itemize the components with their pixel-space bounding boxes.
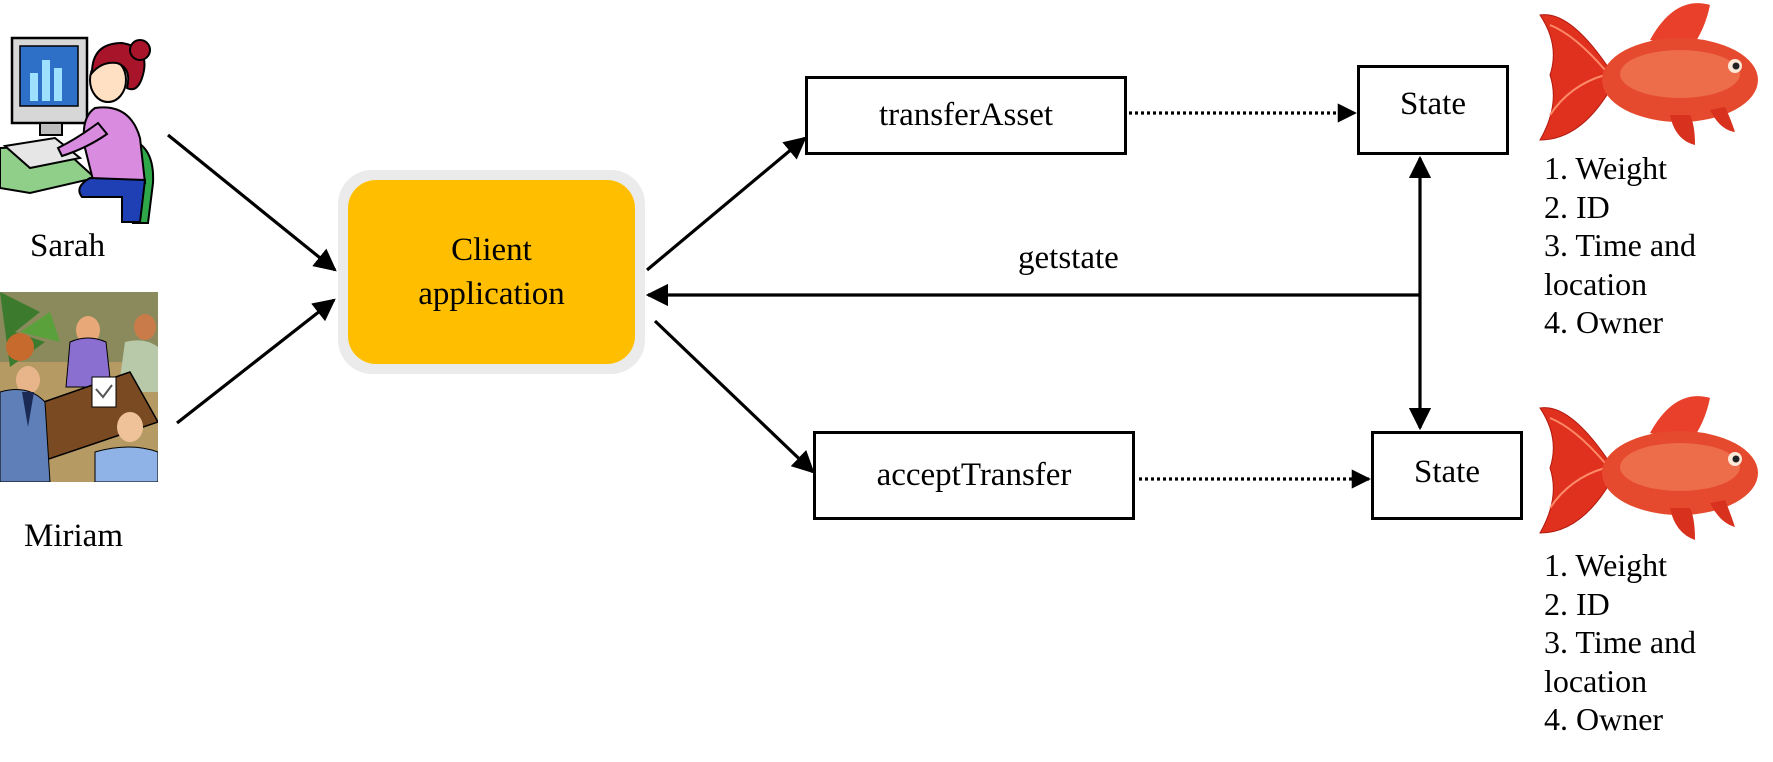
arrow-miriam-to-client <box>176 298 336 425</box>
meeting-illustration-icon <box>0 292 158 482</box>
accept-transfer-label: acceptTransfer <box>876 457 1072 493</box>
client-application-box: Client application <box>338 170 645 374</box>
actor-name-sarah: Sarah <box>30 228 106 264</box>
transfer-asset-label: transferAsset <box>878 97 1054 133</box>
arrow-client-to-transfer <box>645 136 807 272</box>
attribute-item: location <box>1544 662 1648 699</box>
arrow-client-to-accept <box>653 319 815 474</box>
state-label-top: State <box>1400 85 1466 122</box>
attribute-item: 2. ID <box>1544 585 1610 622</box>
transfer-asset-box: transferAsset <box>805 76 1127 155</box>
person-at-computer-icon <box>0 36 155 224</box>
accept-transfer-box: acceptTransfer <box>813 431 1135 520</box>
goldfish-icon <box>1539 396 1758 540</box>
attribute-item: 4. Owner <box>1544 304 1664 340</box>
goldfish-icon <box>1539 3 1758 145</box>
arrow-sarah-to-client <box>166 133 337 272</box>
getstate-label: getstate <box>1018 240 1119 276</box>
client-label-line1: Client <box>451 232 532 268</box>
attribute-item: 2. ID <box>1544 188 1610 225</box>
state-attributes-top: 1. Weight 2. ID 3. Time and location 4. … <box>1544 149 1696 342</box>
attribute-item: 3. Time and <box>1544 227 1697 263</box>
state-attributes-bottom: 1. Weight 2. ID 3. Time and location 4. … <box>1544 546 1696 739</box>
state-box-bottom: State <box>1371 431 1523 520</box>
actor-name-miriam: Miriam <box>24 518 123 554</box>
attribute-item: 4. Owner <box>1544 701 1664 737</box>
attribute-item: location <box>1544 265 1648 302</box>
attribute-item: 3. Time and <box>1544 624 1697 660</box>
attribute-item: 1. Weight <box>1544 547 1668 583</box>
attribute-item: 1. Weight <box>1544 150 1668 186</box>
state-box-top: State <box>1357 65 1509 155</box>
state-label-bottom: State <box>1414 454 1480 490</box>
client-label-line2: application <box>418 276 565 312</box>
